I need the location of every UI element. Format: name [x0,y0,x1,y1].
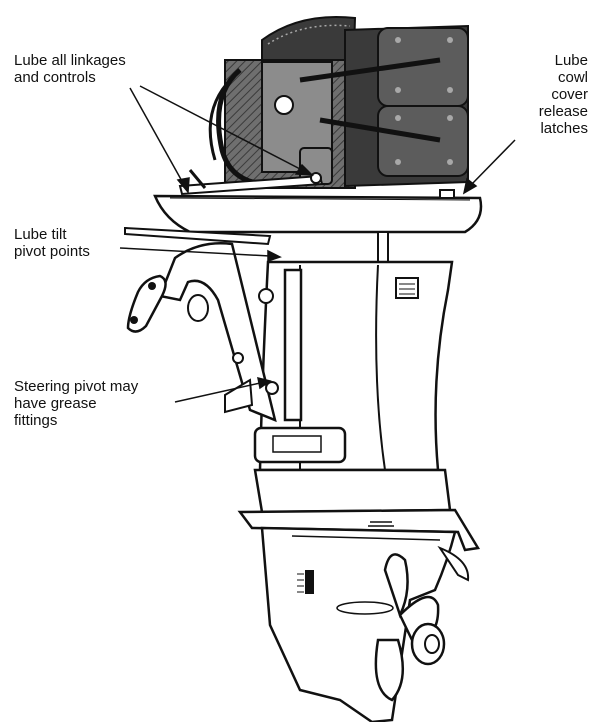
gearcase [260,526,470,724]
engine-powerhead [208,15,357,189]
throttle-linkage [178,169,324,196]
cowl-base-plate [153,194,483,234]
lube-tilt-pivot-label: Lube tilt pivot points [14,226,90,260]
steering-pivot-label: Steering pivot may have grease fittings [14,378,139,429]
transom-clamp-bracket [124,226,279,423]
callout-arrows [119,85,516,403]
lube-linkages-label: Lube all linkages and controls [14,52,126,86]
propeller [336,553,446,702]
lube-cowl-latches-label: Lube cowl cover release latches [538,52,588,137]
cowl-latch [439,189,455,199]
clamp-screw-handle [126,274,209,333]
swivel-bracket [253,268,347,464]
